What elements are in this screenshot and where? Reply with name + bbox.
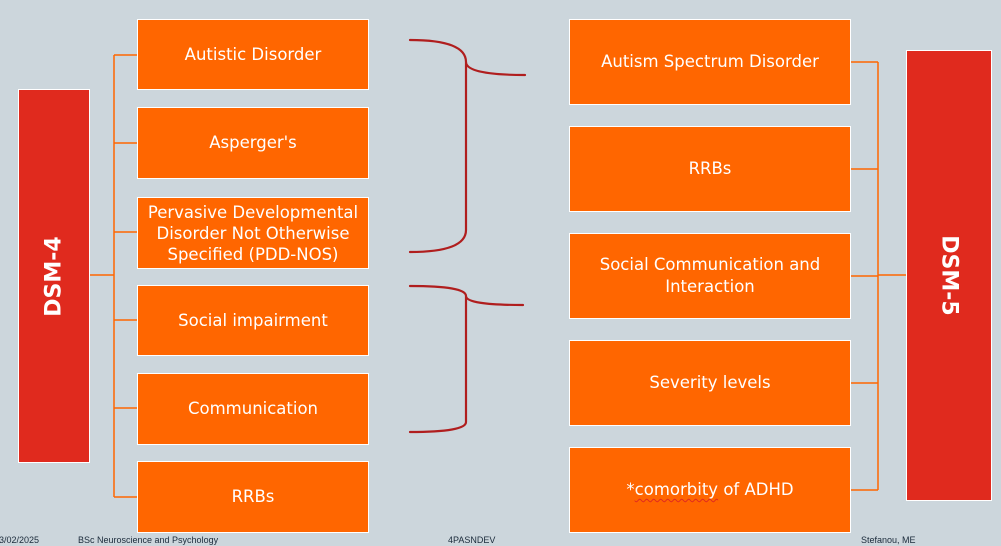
footer-author: Stefanou, ME xyxy=(861,535,916,545)
dsm4-item-rrbs: RRBs xyxy=(137,461,369,533)
dsm5-item-severity-levels: Severity levels xyxy=(569,340,851,426)
brace-top xyxy=(408,38,527,254)
dsm4-spine: DSM-4 xyxy=(18,89,90,463)
dsm4-item-communication: Communication xyxy=(137,373,369,445)
footer-course: BSc Neuroscience and Psychology xyxy=(78,535,219,545)
dsm5-item-asd: Autism Spectrum Disorder xyxy=(569,19,851,105)
dsm4-item-social-impairment: Social impairment xyxy=(137,285,369,356)
dsm5-item-rrbs: RRBs xyxy=(569,126,851,212)
dsm5-item-comorbidity-adhd: *comorbity of ADHD xyxy=(569,447,851,533)
footer-date: 13/02/2025 xyxy=(0,535,40,545)
brace-bottom xyxy=(408,284,525,434)
dsm5-item-social-communication: Social Communication and Interaction xyxy=(569,233,851,319)
dsm4-label: DSM-4 xyxy=(41,235,67,317)
footer-code: 4PASNDEV xyxy=(448,535,496,545)
spellcheck-marked-word: comorbity xyxy=(634,480,719,499)
dsm5-label: DSM-5 xyxy=(936,235,962,316)
comorbidity-text: *comorbity of ADHD xyxy=(626,480,794,499)
dsm5-spine: DSM-5 xyxy=(906,50,992,501)
dsm4-item-pdd-nos: Pervasive Developmental Disorder Not Oth… xyxy=(137,197,369,269)
dsm4-item-autistic-disorder: Autistic Disorder xyxy=(137,19,369,90)
dsm4-item-aspergers: Asperger's xyxy=(137,107,369,179)
